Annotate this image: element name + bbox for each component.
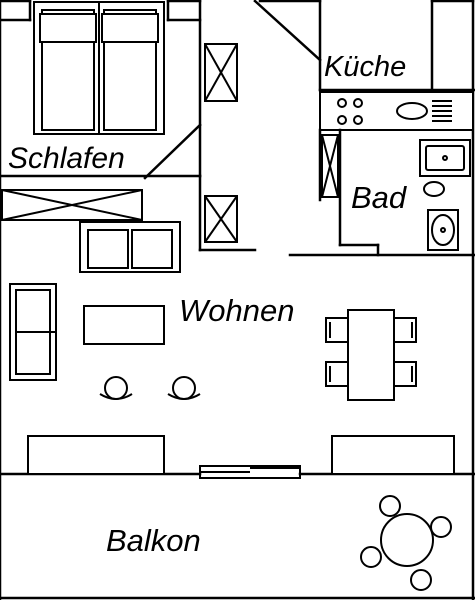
stool [167, 376, 201, 400]
balcony-table-set [360, 495, 452, 591]
room-label-schlafen: Schlafen [8, 142, 125, 175]
double-bed [33, 1, 165, 135]
bathroom [288, 128, 475, 257]
living-furniture [9, 221, 455, 475]
stool [99, 376, 133, 400]
wardrobe [1, 43, 238, 243]
sideboard [331, 435, 455, 475]
room-label-kueche: Küche [324, 51, 407, 83]
room-label-balkon: Balkon [106, 523, 201, 558]
dining-set [325, 309, 417, 401]
bedroom-walls [0, 0, 322, 252]
room-label-bad: Bad [351, 180, 407, 215]
sideboard [27, 435, 165, 475]
dining-table [347, 309, 395, 401]
room-label-wohnen: Wohnen [179, 293, 295, 328]
coffee-table [83, 305, 165, 345]
kitchen [318, 88, 475, 131]
